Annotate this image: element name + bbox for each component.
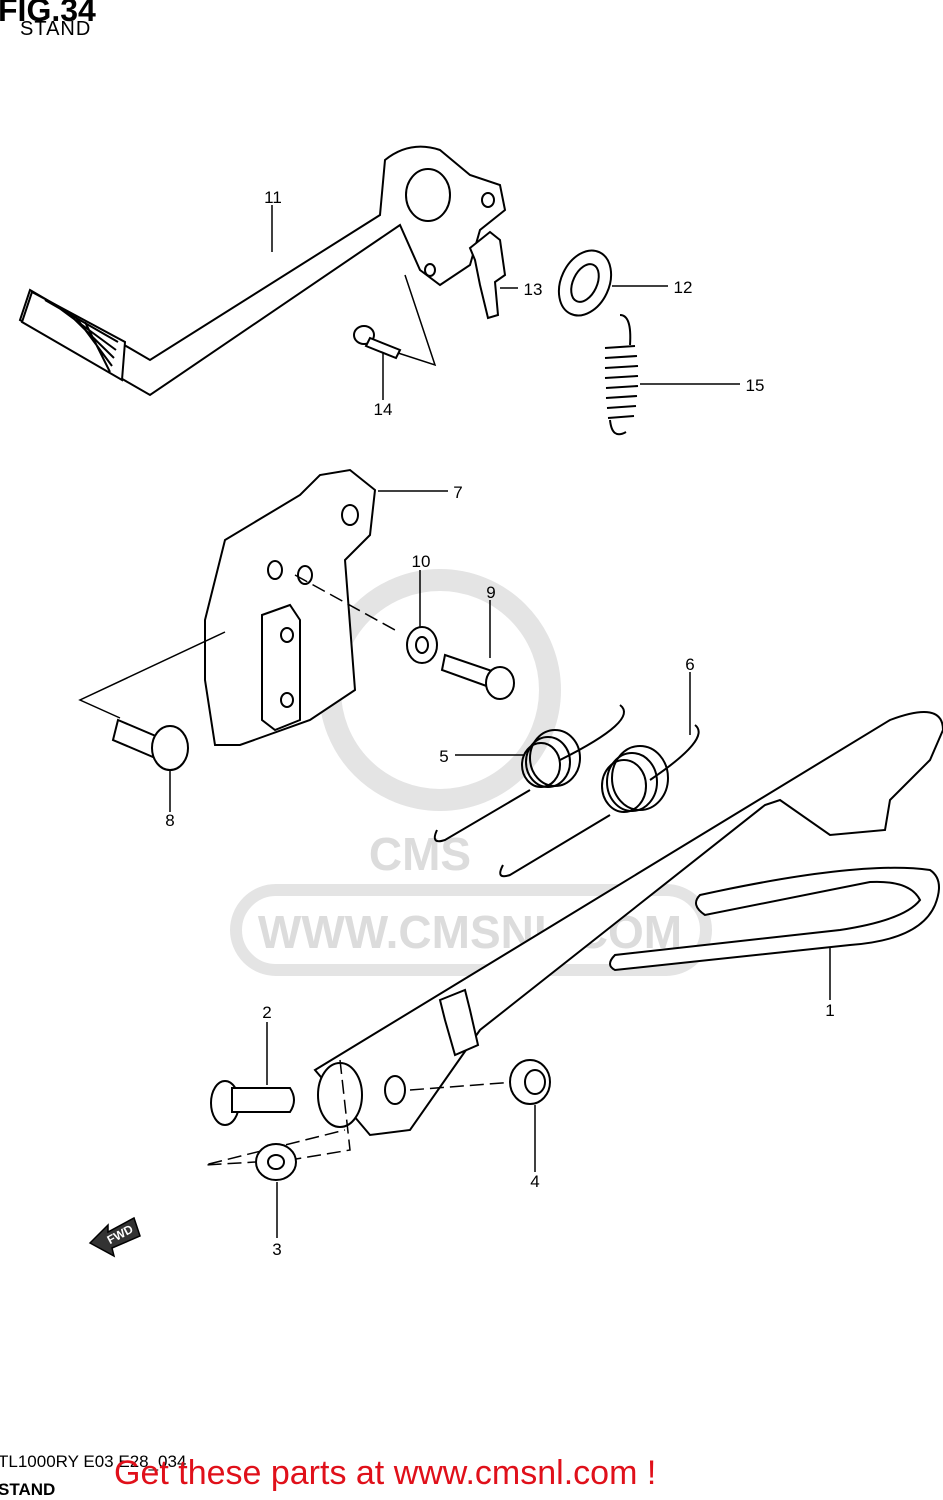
washer-3 [255,1143,297,1181]
callout-9: 9 [486,583,495,602]
bracket-7 [204,468,377,746]
callout-3: 3 [272,1240,281,1259]
leader-lines [169,205,831,1238]
callout-14: 14 [374,400,393,419]
promo-link-text[interactable]: Get these parts at www.cmsnl.com ! [114,1454,657,1492]
callout-4: 4 [530,1172,539,1191]
fwd-arrow: FWD [88,1216,141,1258]
bolt-9 [440,653,515,700]
callout-7: 7 [453,483,462,502]
spring-6 [499,724,700,878]
spring-15 [604,314,639,436]
washer-12 [557,249,613,317]
washer-10 [406,626,438,664]
figure-subtitle: STAND [20,18,92,40]
callout-8: 8 [165,811,174,830]
callout-6: 6 [685,655,694,674]
nut-4 [509,1059,551,1105]
bolt-2 [210,1080,295,1126]
figure-title: FIG.34 [0,0,96,28]
footer-subtitle: STAND [0,1480,56,1499]
model-code: TL1000RY E03 E28_034 [0,1452,187,1471]
bolt-14 [353,325,402,360]
callout-11: 11 [264,188,282,207]
callout-10: 10 [412,552,431,571]
callout-15: 15 [746,376,765,395]
callout-12: 12 [674,278,693,297]
clip [468,230,507,320]
bolt-8 [111,718,189,771]
watermark-logo-text: CMS [369,828,471,880]
callout-13: 13 [524,280,543,299]
callout-2: 2 [262,1003,271,1022]
side-stand [313,711,943,1137]
spring-5 [433,704,625,843]
callouts: 1 2 3 4 5 6 7 8 9 10 11 12 13 14 15 [165,188,834,1259]
callout-1: 1 [825,1001,834,1020]
callout-5: 5 [439,747,448,766]
footrest-lever [18,145,507,397]
